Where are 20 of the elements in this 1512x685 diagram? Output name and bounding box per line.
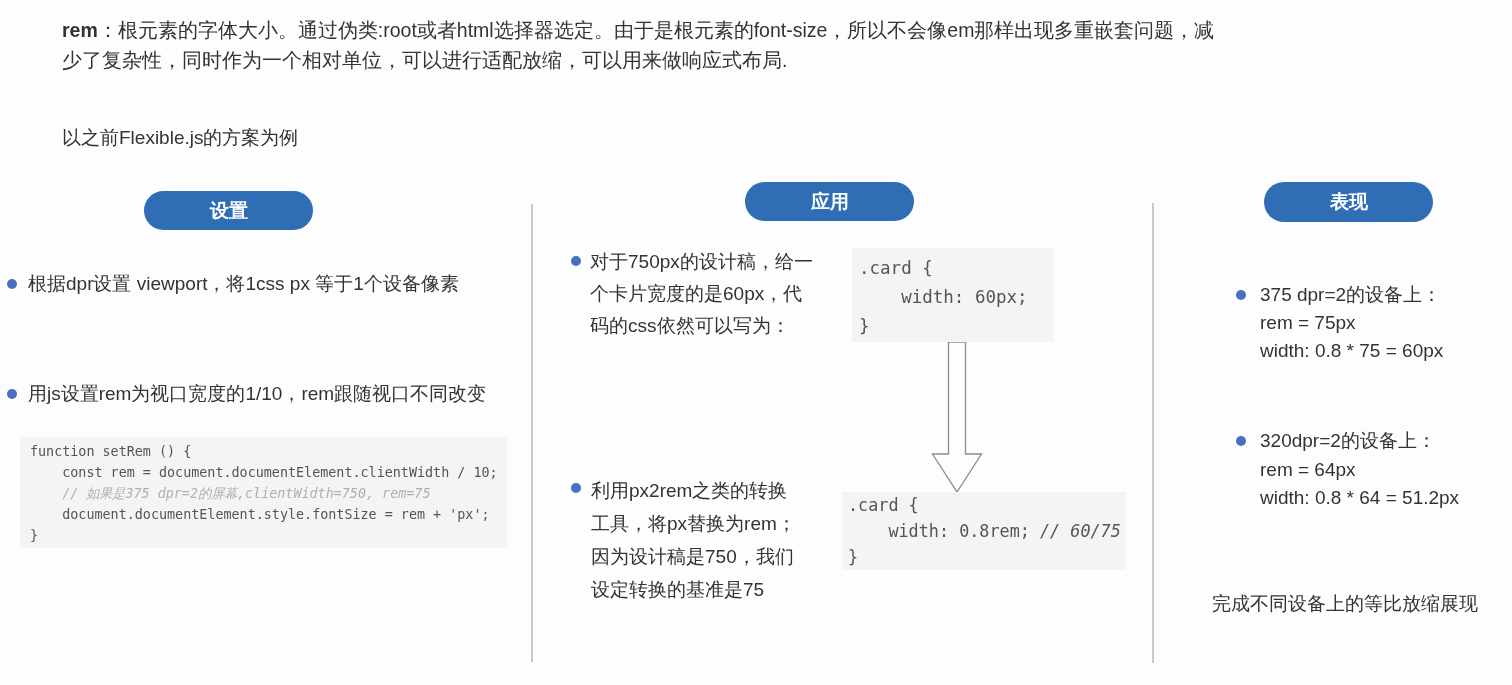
code-block: function setRem () { const rem = document.documentElement.clientWidth / 10; // 如果是375 dpr=2的屏幕,clientWidth=750, rem=75 document.documentElement.style.fontSize = rem + 'px'; } (20, 437, 507, 548)
section-header: 应用 (745, 182, 914, 221)
hollow-arrow (931, 341, 983, 494)
bullet-text: 用js设置rem为视口宽度的1/10，rem跟随视口不同改变 (28, 382, 487, 406)
formula-text: rem = 64px (1260, 458, 1356, 482)
bullet-text: 利用px2rem之类的转换工具，将px替换为rem；因为设计稿是750，我们设定转换的基准是75 (591, 478, 797, 602)
formula-text: rem = 75px (1260, 311, 1356, 335)
formula-text: width: 0.8 * 64 = 51.2px (1260, 486, 1460, 510)
formula-text: width: 0.8 * 75 = 60px (1260, 339, 1444, 363)
section-header: 表现 (1264, 182, 1433, 222)
subheading-text: 以之前Flexible.js的方案为例 (62, 126, 299, 150)
code-block: .card { width: 60px; } (852, 248, 1054, 342)
bullet-text: 对于750px的设计稿，给一个卡片宽度的是60px，代码的css依然可以写为： (590, 250, 814, 338)
code-block: .card { width: 0.8rem; // 60/75 } (842, 492, 1126, 570)
intro-paragraph: rem：根元素的字体大小。通过伪类:root或者html选择器选定。由于是根元素的font-size，所以不会像em那样出现多重嵌套问题，减少了复杂性，同时作为一个相对单位，可以进行适配放缩，可以用来做响应式布局. (62, 18, 1216, 73)
section-header: 设置 (144, 191, 313, 230)
bullet-text: 320dpr=2的设备上： (1260, 429, 1436, 453)
bullet-text: 375 dpr=2的设备上： (1260, 283, 1442, 307)
summary-text: 完成不同设备上的等比放缩展现 (1212, 592, 1478, 616)
bullet-text: 根据dpr设置 viewport，将1css px 等于1个设备像素 (28, 272, 459, 296)
